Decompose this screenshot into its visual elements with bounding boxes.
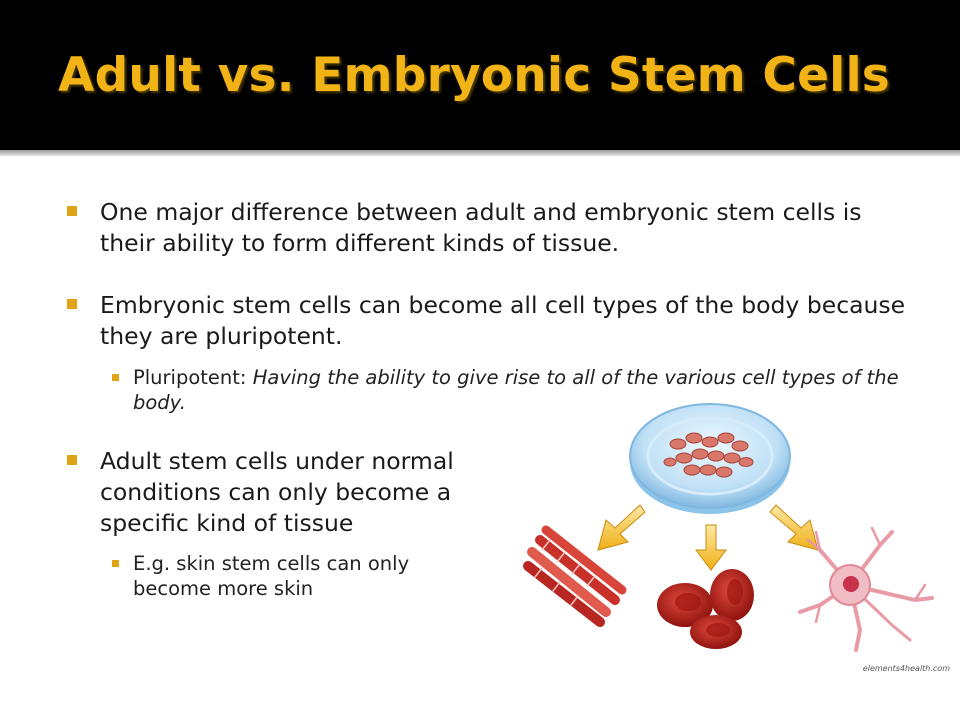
bullet-1: One major difference between adult and e…	[67, 197, 920, 259]
muscle-fiber-icon	[523, 525, 627, 627]
stem-cell-differentiation-illustration	[523, 403, 934, 652]
bullet-1-text: One major difference between adult and e…	[100, 198, 862, 257]
bullet-3-text: Adult stem cells under normal conditions…	[100, 447, 454, 537]
bullet-3-sub-1: E.g. skin stem cells can only become mor…	[112, 551, 483, 601]
red-blood-cell-icon	[657, 569, 754, 649]
slide-title: Adult vs. Embryonic Stem Cells	[58, 48, 890, 103]
bullet-2-text: Embryonic stem cells can become all cell…	[100, 291, 906, 350]
title-divider	[0, 150, 960, 156]
bullet-3-sub-text: E.g. skin stem cells can only become mor…	[133, 552, 410, 600]
sub-bullet-marker	[112, 560, 119, 567]
title-bar: Adult vs. Embryonic Stem Cells	[0, 0, 960, 150]
bullet-2-sub-1: Pluripotent: Having the ability to give …	[112, 365, 933, 415]
bullet-marker	[67, 455, 77, 465]
bullet-2: Embryonic stem cells can become all cell…	[67, 290, 930, 352]
pluripotent-definition: Having the ability to give rise to all o…	[133, 366, 899, 414]
arrow-down-icon	[597, 504, 646, 551]
bullet-marker	[67, 206, 77, 216]
bullet-3: Adult stem cells under normal conditions…	[67, 446, 520, 539]
bullet-marker	[67, 299, 77, 309]
arrow-down-icon	[769, 504, 819, 551]
petri-dish-icon	[629, 403, 791, 514]
arrow-down-icon	[695, 524, 727, 571]
sub-bullet-marker	[112, 374, 119, 381]
nerve-cell-icon	[798, 526, 934, 652]
pluripotent-term: Pluripotent:	[133, 366, 253, 389]
image-credit: elements4health.com	[862, 664, 950, 673]
